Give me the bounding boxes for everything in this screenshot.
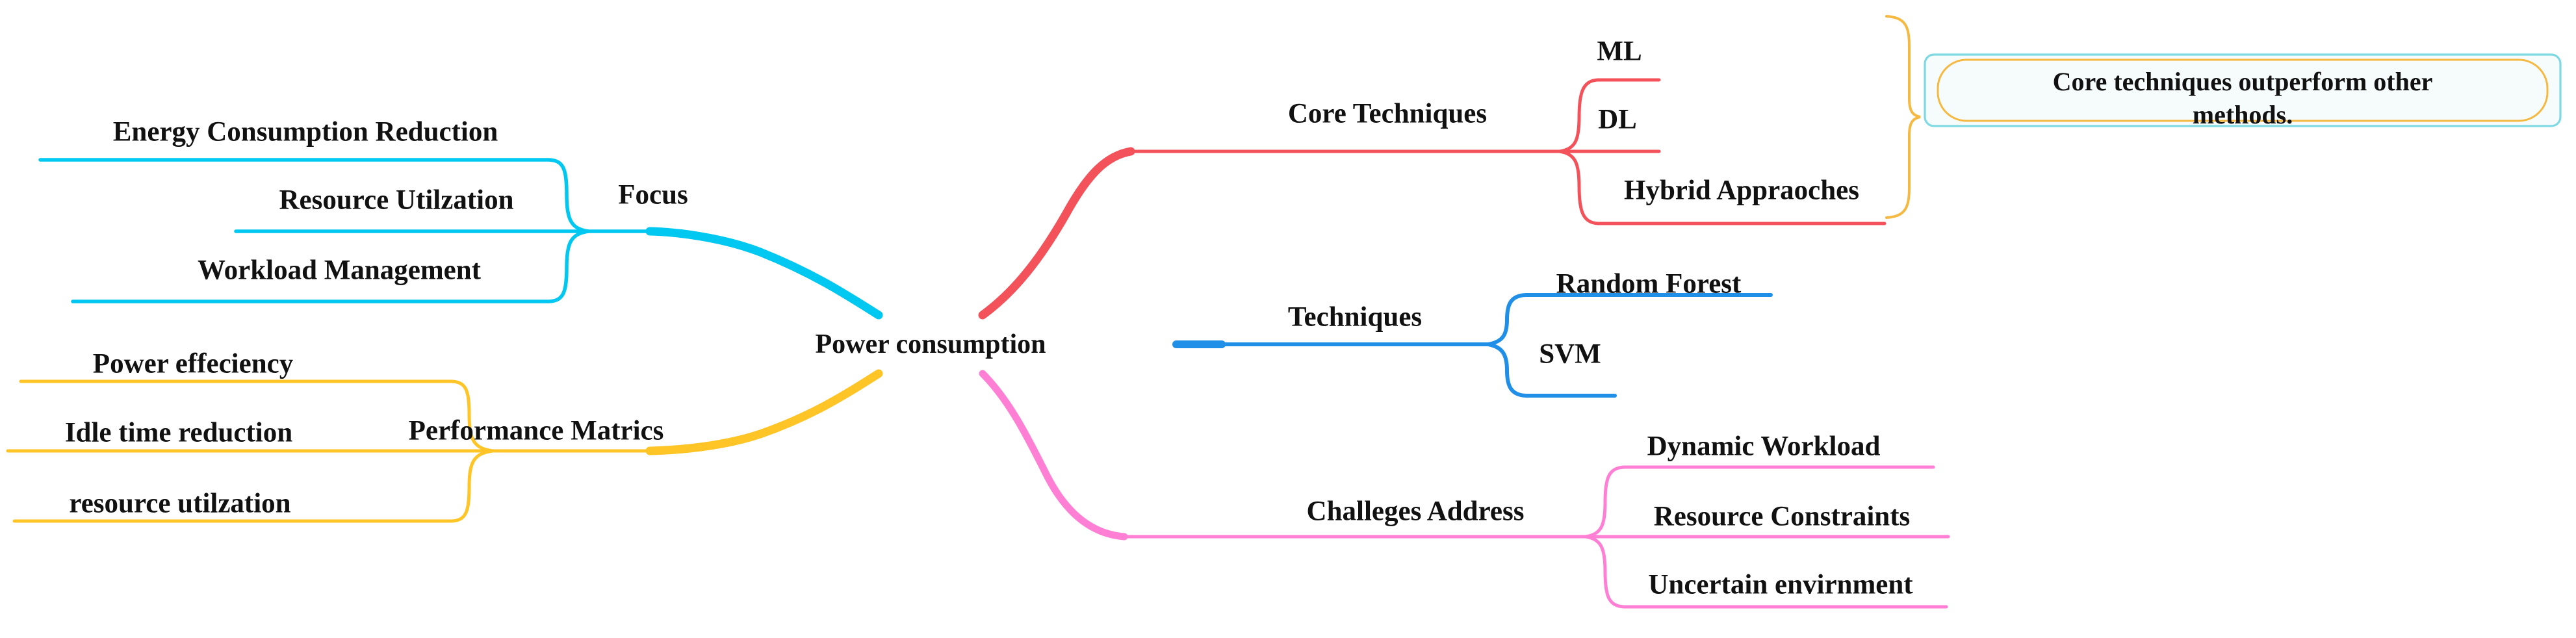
techniques-child2-line [1486, 342, 1617, 398]
node-random-forest[interactable]: Random Forest [1556, 268, 1742, 300]
branch-core-lines [978, 78, 1887, 320]
callout-inner-border [1937, 58, 2549, 122]
branch-challenges-lines [979, 370, 1950, 609]
callout-box [1924, 53, 2562, 127]
focus-child3-line [71, 229, 590, 303]
node-svm[interactable]: SVM [1539, 338, 1601, 370]
callout-text-line2: methods. [2192, 100, 2293, 130]
core-root-stem [978, 147, 1135, 320]
challenges-root-stem [979, 370, 1128, 541]
callout-text-line1: Core techniques outperform other [2052, 67, 2433, 96]
node-idle-time-reduction[interactable]: Idle time reduction [64, 417, 293, 448]
performance-root-stem [645, 369, 883, 455]
branch-label-challeges-address[interactable]: Challeges Address [1306, 496, 1525, 527]
callout-text: Core techniques outperform other methods… [1938, 65, 2547, 131]
node-dl[interactable]: DL [1598, 104, 1637, 135]
callout-brace [1885, 15, 1921, 219]
node-resource-utilzation[interactable]: Resource Utilzation [279, 185, 514, 216]
focus-root-stem [645, 227, 883, 320]
node-uncertain-envirnment[interactable]: Uncertain envirnment [1648, 569, 1913, 600]
challenges-child1-line [1584, 465, 1935, 539]
performance-child1-line [19, 379, 495, 453]
node-energy-consumption-reduction[interactable]: Energy Consumption Reduction [112, 116, 498, 147]
branch-label-performance-matrics[interactable]: Performance Matrics [408, 415, 664, 446]
branch-techniques-lines [1172, 293, 1773, 398]
core-child1-line [1558, 78, 1661, 153]
branch-label-techniques[interactable]: Techniques [1287, 301, 1423, 333]
focus-child1-line [38, 158, 590, 233]
techniques-child1-line [1486, 293, 1773, 346]
core-child3-line [1558, 149, 1887, 225]
branch-focus-lines [38, 158, 883, 320]
branch-performance-lines [6, 369, 883, 523]
branch-label-core-techniques[interactable]: Core Techniques [1287, 98, 1488, 129]
root-label[interactable]: Power consumption [815, 329, 1046, 359]
node-dynamic-workload[interactable]: Dynamic Workload [1647, 431, 1881, 462]
callout-outer-border [1924, 53, 2562, 127]
node-hybrid-appraoches[interactable]: Hybrid Appraoches [1624, 175, 1859, 206]
node-ml[interactable]: ML [1597, 36, 1642, 67]
node-workload-management[interactable]: Workload Management [198, 255, 481, 286]
branch-label-focus[interactable]: Focus [618, 179, 688, 211]
node-resource-constraints[interactable]: Resource Constraints [1653, 501, 1911, 532]
performance-child3-line [12, 449, 495, 523]
challenges-child3-line [1584, 535, 1948, 609]
node-power-effeciency[interactable]: Power effeciency [92, 348, 294, 379]
node-resource-utilzation-lower[interactable]: resource utilzation [69, 488, 291, 519]
